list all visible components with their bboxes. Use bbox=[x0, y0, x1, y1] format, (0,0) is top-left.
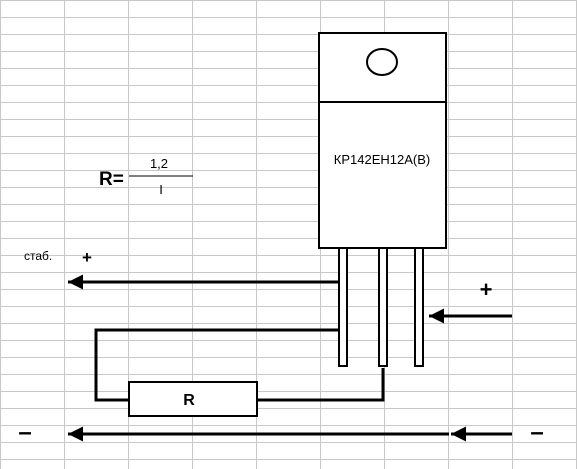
adjust-wire bbox=[257, 368, 385, 402]
regulator-label: КР142ЕН12А(В) bbox=[334, 152, 430, 167]
resistor bbox=[128, 381, 258, 417]
formula-denominator: I bbox=[159, 182, 163, 197]
feedback-wire bbox=[94, 328, 339, 402]
formula-lhs: R= bbox=[99, 169, 124, 190]
formula-numerator: 1,2 bbox=[150, 156, 168, 171]
regulator-package: КР142ЕН12А(В) bbox=[318, 32, 447, 367]
pin-middle bbox=[378, 247, 388, 367]
ground-minus-right: – bbox=[530, 419, 543, 446]
pin-right bbox=[414, 247, 424, 367]
input-plus-sign: + bbox=[480, 277, 493, 302]
mounting-hole bbox=[366, 48, 398, 76]
wires bbox=[68, 274, 512, 442]
resistor-label: R bbox=[183, 392, 195, 409]
regulator-body bbox=[318, 101, 447, 249]
pin-left bbox=[338, 247, 348, 367]
ground-minus-left: – bbox=[18, 419, 31, 446]
output-plus-sign: + bbox=[82, 248, 92, 267]
output-label: стаб. bbox=[24, 249, 52, 263]
